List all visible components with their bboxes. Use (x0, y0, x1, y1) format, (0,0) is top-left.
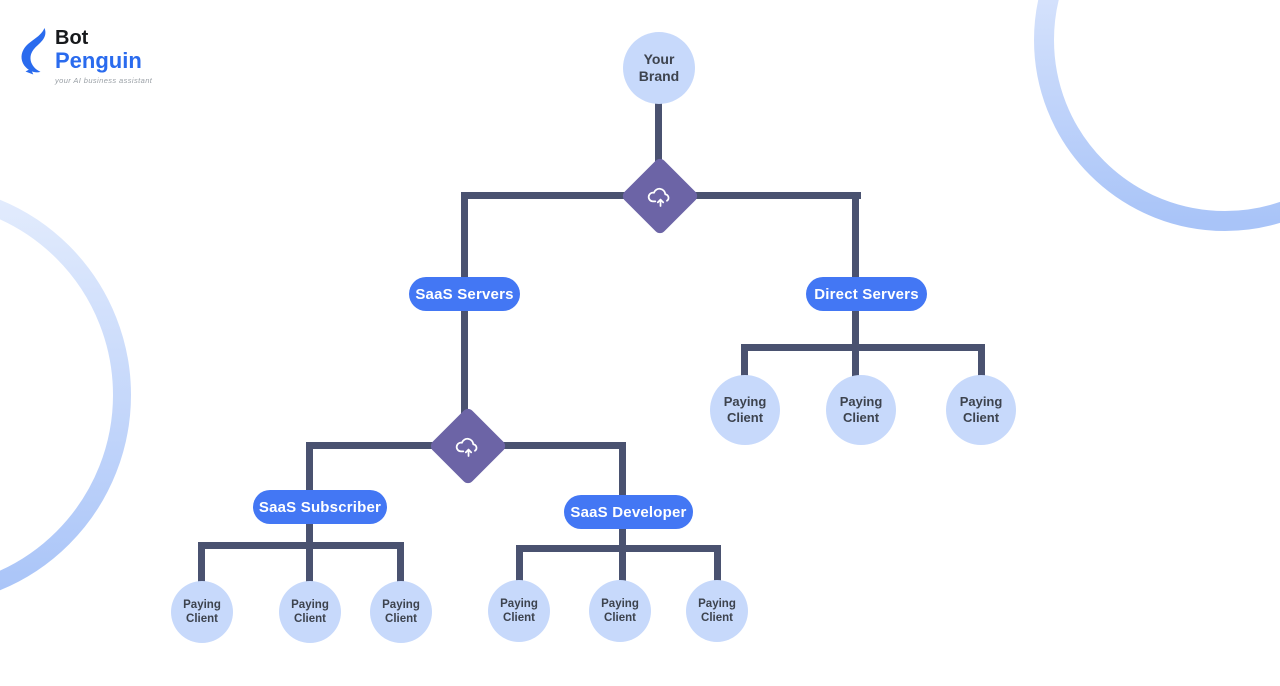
decorative-ring-top-right (1034, 0, 1280, 231)
logo-wordmark: Bot Penguin your AI business assistant (55, 27, 153, 86)
connector-direct-stub-1 (741, 344, 748, 378)
junction-diamond-2 (428, 406, 508, 486)
node-paying-client-subscriber-1: Paying Client (171, 581, 233, 643)
connector-to-saas-subscriber (306, 442, 313, 494)
paying-client-label-line2: Client (842, 410, 880, 425)
connector-to-direct-servers (852, 192, 859, 284)
saas-servers-label: SaaS Servers (415, 285, 514, 303)
decorative-ring-left (0, 199, 131, 591)
node-paying-client-developer-3: Paying Client (686, 580, 748, 642)
connector-direct-servers-down (852, 308, 859, 378)
your-brand-label-line1: Your (643, 51, 675, 67)
node-paying-client-direct-1: Paying Client (710, 375, 780, 445)
paying-client-label-line2: Client (294, 613, 326, 625)
node-paying-client-developer-1: Paying Client (488, 580, 550, 642)
cloud-upload-icon (647, 187, 670, 207)
paying-client-label-line2: Client (503, 612, 535, 624)
node-direct-servers: Direct Servers (806, 277, 927, 311)
paying-client-label-line1: Paying (839, 394, 883, 409)
paying-client-label-line2: Client (701, 612, 733, 624)
connector-developer-down (619, 526, 626, 588)
paying-client-label-line1: Paying (291, 599, 329, 611)
connector-developer-stub-3 (714, 545, 721, 583)
connector-subscriber-down (306, 521, 313, 583)
connector-direct-stub-3 (978, 344, 985, 378)
direct-servers-label: Direct Servers (814, 285, 919, 303)
paying-client-label-line1: Paying (723, 394, 767, 409)
node-paying-client-subscriber-3: Paying Client (370, 581, 432, 643)
paying-client-label-line1: Paying (698, 598, 736, 610)
cloud-upload-icon (455, 437, 478, 457)
paying-client-label-line1: Paying (601, 598, 639, 610)
logo-tagline: your AI business assistant (55, 76, 153, 85)
connector-to-saas-developer (619, 442, 626, 498)
penguin-icon (21, 28, 46, 75)
botpenguin-logo: Bot Penguin your AI business assistant (20, 28, 152, 85)
connector-developer-stub-1 (516, 545, 523, 583)
your-brand-label-line2: Brand (638, 68, 680, 84)
paying-client-label-line2: Client (604, 612, 636, 624)
node-saas-developer: SaaS Developer (564, 495, 693, 529)
paying-client-label-line2: Client (186, 613, 218, 625)
node-your-brand: Your Brand (623, 32, 695, 104)
connector-subscriber-bar (198, 542, 404, 549)
node-saas-subscriber: SaaS Subscriber (253, 490, 387, 524)
node-paying-client-direct-3: Paying Client (946, 375, 1016, 445)
connector-developer-bar (516, 545, 721, 552)
paying-client-label-line1: Paying (183, 599, 221, 611)
paying-client-label-line1: Paying (959, 394, 1003, 409)
node-paying-client-direct-2: Paying Client (826, 375, 896, 445)
connector-subscriber-stub-3 (397, 542, 404, 583)
saas-developer-label: SaaS Developer (570, 503, 687, 521)
paying-client-label-line1: Paying (500, 598, 538, 610)
logo-line-bot: Bot (55, 27, 89, 49)
logo-line-penguin: Penguin (55, 48, 142, 73)
paying-client-label-line2: Client (385, 613, 417, 625)
paying-client-label-line2: Client (962, 410, 1000, 425)
connector-subscriber-stub-1 (198, 542, 205, 583)
node-paying-client-developer-2: Paying Client (589, 580, 651, 642)
connector-direct-bar (741, 344, 985, 351)
paying-client-label-line2: Client (726, 410, 764, 425)
node-paying-client-subscriber-2: Paying Client (279, 581, 341, 643)
connector-root-junction1 (655, 100, 662, 196)
junction-diamond-1 (620, 156, 700, 236)
connector-saas-servers-junction2 (461, 308, 468, 448)
paying-client-label-line1: Paying (382, 599, 420, 611)
node-saas-servers: SaaS Servers (409, 277, 520, 311)
connector-to-saas-servers (461, 192, 468, 284)
saas-subscriber-label: SaaS Subscriber (258, 498, 382, 516)
